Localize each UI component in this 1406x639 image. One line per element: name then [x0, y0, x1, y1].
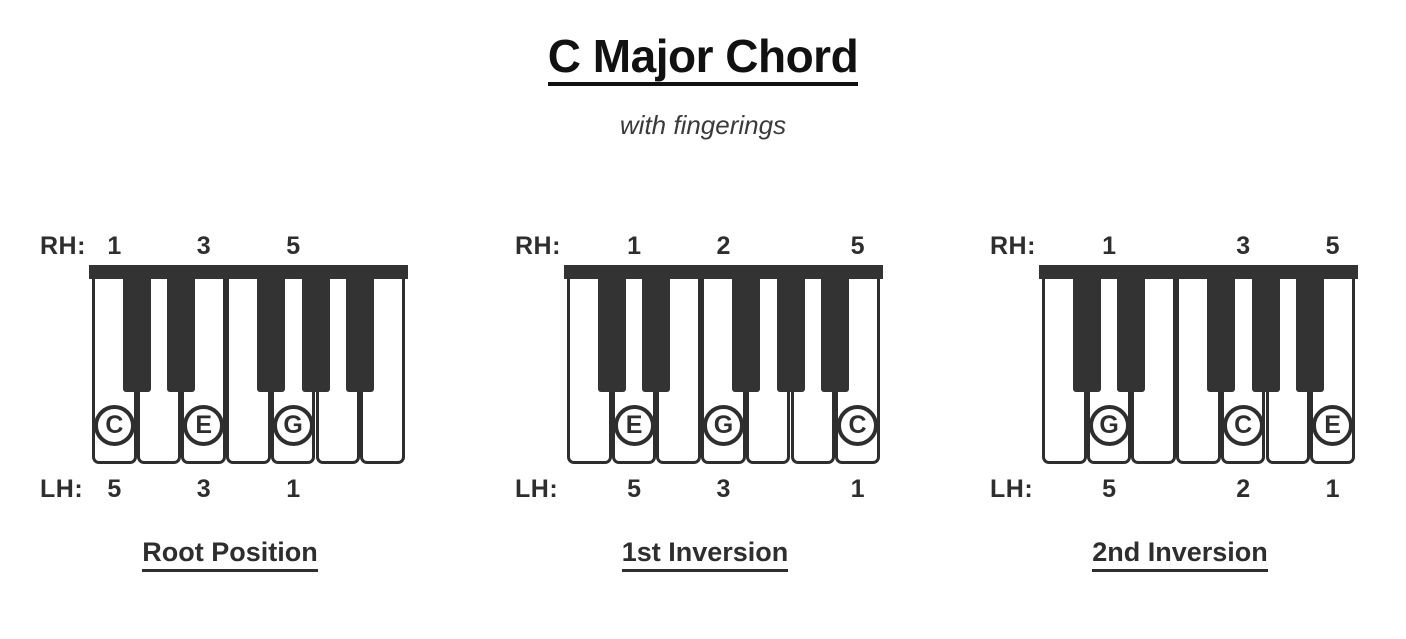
- rh-finger-number: 5: [850, 232, 865, 260]
- rh-finger-number: 1: [627, 232, 641, 260]
- black-key[interactable]: [597, 274, 626, 392]
- left-hand-label: LH:: [515, 475, 559, 503]
- left-hand-fingering-row: LH: 5 2 1: [970, 475, 1390, 509]
- black-key[interactable]: [1117, 274, 1146, 392]
- left-hand-fingering-row: LH: 5 3 1: [495, 475, 915, 509]
- diagram-caption-text: Root Position: [142, 537, 318, 573]
- black-key[interactable]: [301, 274, 330, 392]
- keyboard-top-rail: [89, 265, 408, 279]
- black-key[interactable]: [167, 274, 196, 392]
- lh-finger-number: 5: [107, 475, 122, 503]
- page-subtitle: with fingerings: [619, 110, 787, 141]
- black-key[interactable]: [821, 274, 850, 392]
- note-marker[interactable]: G: [702, 405, 744, 446]
- rh-finger-number: 5: [1325, 232, 1340, 260]
- note-marker[interactable]: E: [613, 405, 655, 446]
- lh-finger-number: 3: [196, 475, 211, 503]
- black-key[interactable]: [731, 274, 760, 392]
- black-key[interactable]: [1206, 274, 1235, 392]
- rh-finger-number: 5: [286, 232, 301, 260]
- diagram-caption: 2nd Inversion: [970, 537, 1390, 573]
- note-marker[interactable]: G: [1088, 405, 1130, 446]
- lh-finger-number: 5: [627, 475, 641, 503]
- right-hand-label: RH:: [515, 232, 561, 260]
- lh-finger-number: 1: [1325, 475, 1340, 503]
- rh-finger-number: 1: [1102, 232, 1116, 260]
- lh-finger-number: 5: [1102, 475, 1116, 503]
- keyboard-top-rail: [564, 265, 883, 279]
- right-hand-label: RH:: [990, 232, 1036, 260]
- black-key[interactable]: [256, 274, 285, 392]
- page-title: C Major Chord: [547, 30, 859, 82]
- rh-finger-number: 1: [107, 232, 122, 260]
- black-key[interactable]: [346, 274, 375, 392]
- page-header: C Major Chord with fingerings: [0, 0, 1406, 141]
- note-marker[interactable]: C: [93, 405, 135, 446]
- keyboard-top-rail: [1039, 265, 1358, 279]
- lh-finger-number: 1: [850, 475, 865, 503]
- lh-finger-number: 3: [716, 475, 731, 503]
- left-hand-fingering-row: LH: 5 3 1: [20, 475, 440, 509]
- right-hand-label: RH:: [40, 232, 86, 260]
- right-hand-fingering-row: RH: 1 2 5: [495, 232, 915, 266]
- left-hand-label: LH:: [990, 475, 1034, 503]
- note-marker[interactable]: E: [1312, 405, 1354, 446]
- note-marker[interactable]: C: [837, 405, 879, 446]
- page-title-underline: C Major Chord: [547, 0, 859, 87]
- diagram-caption: 1st Inversion: [495, 537, 915, 573]
- lh-finger-number: 1: [286, 475, 301, 503]
- left-hand-label: LH:: [40, 475, 84, 503]
- black-key[interactable]: [1072, 274, 1101, 392]
- lh-finger-number: 2: [1236, 475, 1251, 503]
- note-marker[interactable]: E: [183, 405, 225, 446]
- note-marker[interactable]: C: [1222, 405, 1264, 446]
- black-key[interactable]: [1251, 274, 1280, 392]
- rh-finger-number: 3: [196, 232, 211, 260]
- black-key[interactable]: [642, 274, 671, 392]
- note-marker[interactable]: G: [272, 405, 314, 446]
- black-key[interactable]: [1296, 274, 1325, 392]
- diagram-caption-text: 1st Inversion: [621, 537, 789, 573]
- diagram-caption-text: 2nd Inversion: [1092, 537, 1268, 573]
- rh-finger-number: 2: [716, 232, 731, 260]
- black-key[interactable]: [776, 274, 805, 392]
- right-hand-fingering-row: RH: 1 3 5: [20, 232, 440, 266]
- right-hand-fingering-row: RH: 1 3 5: [970, 232, 1390, 266]
- diagram-caption: Root Position: [20, 537, 440, 573]
- rh-finger-number: 3: [1236, 232, 1251, 260]
- black-key[interactable]: [122, 274, 151, 392]
